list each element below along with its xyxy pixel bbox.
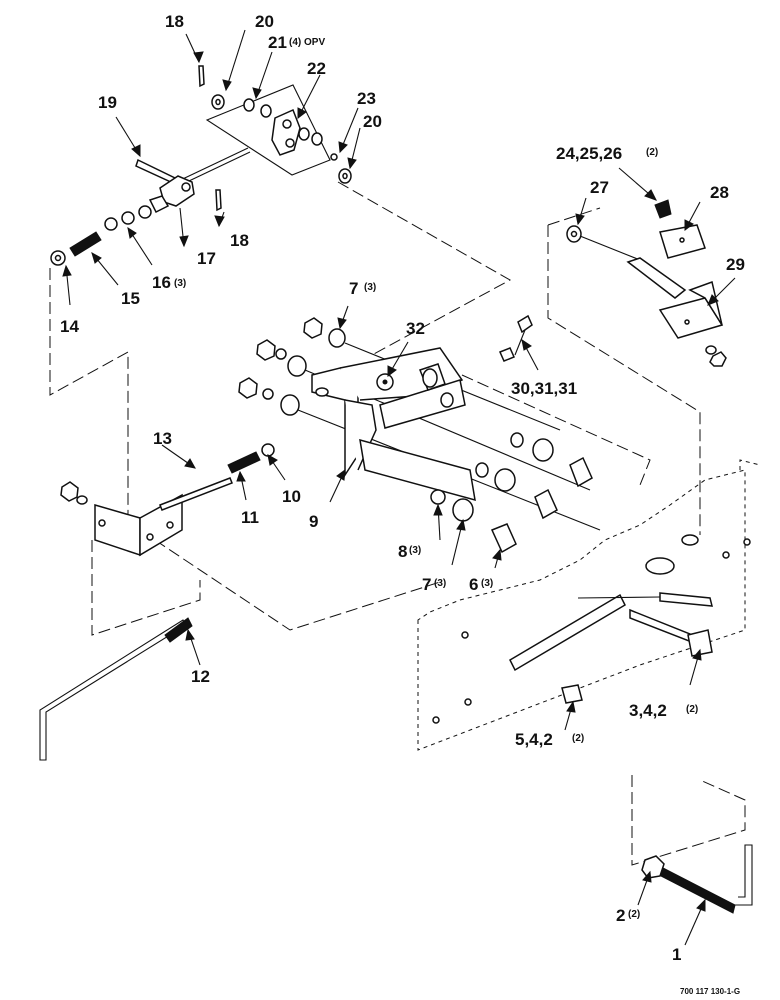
- callout-14: 14: [60, 317, 79, 336]
- arrowheads: [62, 51, 719, 912]
- callout-10: 10: [282, 487, 301, 506]
- callout-18-lower: 18: [230, 231, 249, 250]
- callout-16-qty: (3): [174, 278, 186, 289]
- callout-1: 1: [672, 945, 681, 964]
- upper-clevis-group: [50, 65, 352, 266]
- callout-2: 2: [616, 906, 625, 925]
- callout-7-lower: 7: [422, 575, 431, 594]
- callout-8: 8: [398, 542, 407, 561]
- callout-13: 13: [153, 429, 172, 448]
- callout-6: 6: [469, 575, 478, 594]
- callout-11: 11: [241, 508, 259, 527]
- callout-23: 23: [357, 89, 376, 108]
- callout-27: 27: [590, 178, 609, 197]
- callout-24-25-26: 24,25,26: [556, 144, 622, 163]
- callout-labels: 18 20 21 (4) OPV 22 19 23 20 24,25,26 (2…: [60, 12, 745, 996]
- callout-6-qty: (3): [481, 578, 493, 589]
- callout-30-31-31: 30,31,31: [511, 379, 577, 398]
- callout-29: 29: [726, 255, 745, 274]
- callout-2-qty: (2): [628, 909, 640, 920]
- figure-code: 700 117 130-1-G: [680, 987, 740, 996]
- callout-3-4-2-qty: (2): [686, 704, 698, 715]
- callout-17: 17: [197, 249, 216, 268]
- callout-7-upper-qty: (3): [364, 282, 376, 293]
- callout-7-lower-qty: (3): [434, 578, 446, 589]
- main-plate: [432, 534, 751, 724]
- callout-21-qty: (4) OPV: [289, 37, 325, 48]
- central-bracket-assembly: [238, 317, 601, 554]
- leader-lines: [65, 29, 736, 946]
- callout-7-upper: 7: [349, 279, 358, 298]
- callout-32: 32: [406, 319, 425, 338]
- callout-16: 16: [152, 273, 171, 292]
- callout-20-right: 20: [363, 112, 382, 131]
- callout-12: 12: [191, 667, 210, 686]
- callout-19: 19: [98, 93, 117, 112]
- right-upper-bracket: [566, 199, 727, 367]
- callout-5-4-2-qty: (2): [572, 733, 584, 744]
- callout-21: 21: [268, 33, 287, 52]
- callout-24-25-26-qty: (2): [646, 147, 658, 158]
- callout-15: 15: [121, 289, 140, 308]
- callout-18-top: 18: [165, 12, 184, 31]
- callout-8-qty: (3): [409, 545, 421, 556]
- callout-9: 9: [309, 512, 318, 531]
- left-bracket-assembly: [39, 451, 261, 761]
- callout-20-top: 20: [255, 12, 274, 31]
- callout-28: 28: [710, 183, 729, 202]
- callout-3-4-2: 3,4,2: [629, 701, 667, 720]
- bolt-30-group: [498, 314, 533, 362]
- callout-5-4-2: 5,4,2: [515, 730, 553, 749]
- rod-1: [641, 844, 753, 914]
- callout-22: 22: [307, 59, 326, 78]
